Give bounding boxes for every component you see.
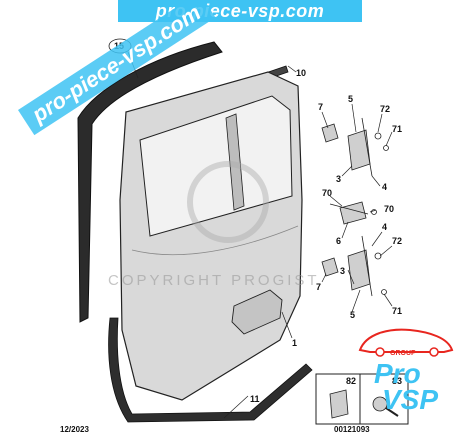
car-silhouette-icon [358,328,454,357]
callout-6: 6 [336,236,341,246]
footer-reference-text: 00121093 [334,425,370,434]
callout-71b: 71 [392,306,402,316]
lower-seal-11 [108,317,313,423]
callout-5a: 5 [348,94,353,104]
logo-group-text: GROUP [390,350,416,357]
callout-82: 82 [346,376,356,386]
copyright-watermark: COPYRIGHT PROGIST [108,272,320,289]
callout-5b: 5 [350,310,355,320]
callout-71a: 71 [392,124,402,134]
inset-box-82-83 [315,373,409,425]
callout-70a: 70 [322,188,332,198]
callout-4b: 4 [382,222,387,232]
callout-83: 83 [392,376,402,386]
pro-vsp-logo: GROUP Pro VSP [352,322,460,432]
callout-7b: 7 [316,282,321,292]
footer-date-text: 12/2023 [60,425,89,434]
copyright-symbol-watermark [187,161,269,243]
footer-date: 12/2023 [60,425,89,434]
callout-11: 11 [250,394,260,404]
door-window-opening [139,95,293,237]
callout-10: 10 [296,68,306,78]
logo-vsp-text: VSP [382,384,439,415]
upper-hinge-assembly [321,117,389,177]
door-check-assembly [329,201,377,225]
door-body-crease [131,225,299,256]
callout-72a: 72 [380,104,390,114]
callout-3b: 3 [340,266,345,276]
callout-1: 1 [292,338,297,348]
callout-4a: 4 [382,182,387,192]
door-handle-recess [231,289,283,335]
callout-7a: 7 [318,102,323,112]
lower-hinge-assembly [321,235,387,297]
door-window-divider [225,113,245,211]
copyright-watermark-text: COPYRIGHT PROGIST [108,272,320,289]
logo-pro-text: Pro [374,358,421,389]
door-seal-15 [77,41,223,323]
callout-3a: 3 [336,174,341,184]
footer-reference: 00121093 [334,425,370,434]
callout-70b: 70 [384,204,394,214]
callout-72b: 72 [392,236,402,246]
